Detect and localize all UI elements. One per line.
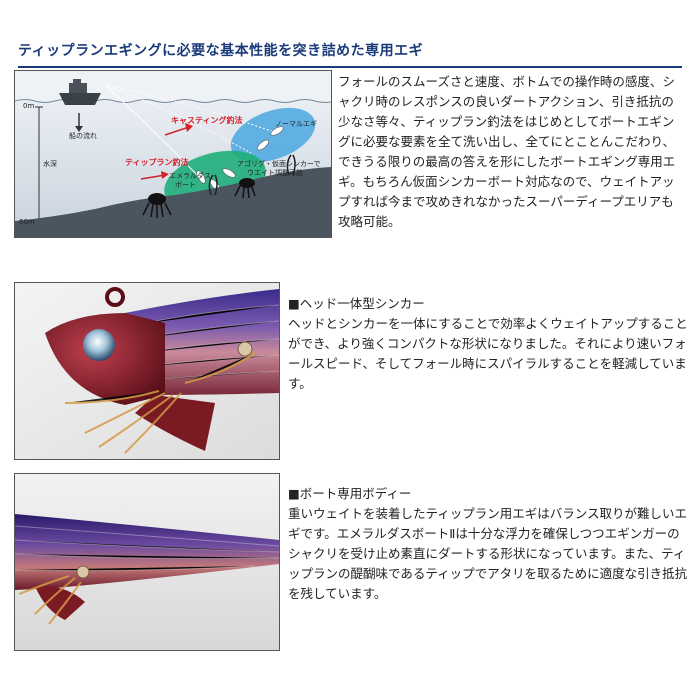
emeraldas-label-2: ボート (175, 181, 196, 189)
depth-axis-label: 水深 (43, 160, 57, 168)
boat-drift-label: 船の流れ (69, 132, 97, 140)
weight-adjust-label-2: ウエイト調整可能 (247, 169, 303, 177)
fishing-method-diagram: 0m 60m 水深 船の流れ キャスティング釣法 ノーマルエギ ティップラン釣法… (14, 70, 332, 238)
section-title: ティップランエギングに必要な基本性能を突き詰めた専用エギ (18, 43, 424, 59)
diagram-graphic (15, 71, 331, 237)
boat-body-photo (14, 473, 280, 651)
intro-text: フォールのスムーズさと速度、ボトムでの操作時の感度、シャクリ時のレスポンスの良い… (338, 74, 676, 229)
feature-2-title: ■ボート専用ボディー (288, 486, 412, 501)
feature-1-title: ■ヘッド一体型シンカー (288, 296, 425, 311)
feature-boat-body: ■ボート専用ボディー 重いウェイトを装着したティップラン用エギはバランス取りが難… (288, 484, 688, 604)
boat-body-image (15, 474, 279, 650)
squid-icon (142, 178, 256, 218)
feature-head-sinker: ■ヘッド一体型シンカー ヘッドとシンカーを一体にすることで効率よくウェイトアップ… (288, 294, 688, 394)
depth-top-label: 0m (23, 102, 35, 110)
feature-1-text: ヘッドとシンカーを一体にすることで効率よくウェイトアップすることができ、より強く… (288, 316, 688, 391)
weight-adjust-label-1: アゴリグ・仮面シンカーで (237, 160, 321, 168)
title-underline (18, 66, 682, 68)
normal-egi-label: ノーマルエギ (275, 120, 317, 128)
emeraldas-label-1: エメラルダス (169, 172, 211, 180)
depth-bottom-label: 60m (19, 218, 35, 226)
head-sinker-image (15, 283, 279, 459)
boat-icon (59, 79, 101, 105)
tiprun-method-label: ティップラン釣法 (125, 158, 189, 167)
feature-2-text: 重いウェイトを装着したティップラン用エギはバランス取りが難しいエギです。エメラル… (288, 506, 688, 601)
head-sinker-photo (14, 282, 280, 460)
section-header: ティップランエギングに必要な基本性能を突き詰めた専用エギ (18, 40, 682, 68)
casting-method-label: キャスティング釣法 (171, 116, 243, 125)
